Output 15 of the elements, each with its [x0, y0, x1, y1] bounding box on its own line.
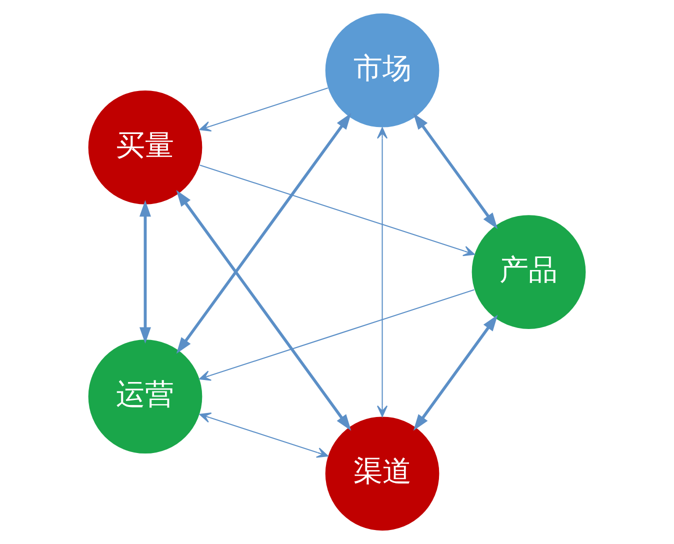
- node-circle: 渠道: [325, 416, 440, 531]
- node-circle: 运营: [88, 340, 202, 454]
- arrow: [413, 113, 498, 230]
- arrow: [199, 412, 328, 458]
- arrow: [413, 314, 498, 431]
- arrow: [376, 127, 388, 418]
- node-circle: 产品: [472, 215, 586, 329]
- arrow: [176, 113, 352, 354]
- node-circle: 买量: [88, 90, 202, 204]
- arrow: [200, 164, 475, 256]
- arrow: [139, 200, 151, 344]
- node-circle: 市场: [325, 13, 440, 128]
- arrow: [176, 190, 352, 431]
- arrow: [199, 289, 474, 381]
- arrow: [199, 88, 328, 132]
